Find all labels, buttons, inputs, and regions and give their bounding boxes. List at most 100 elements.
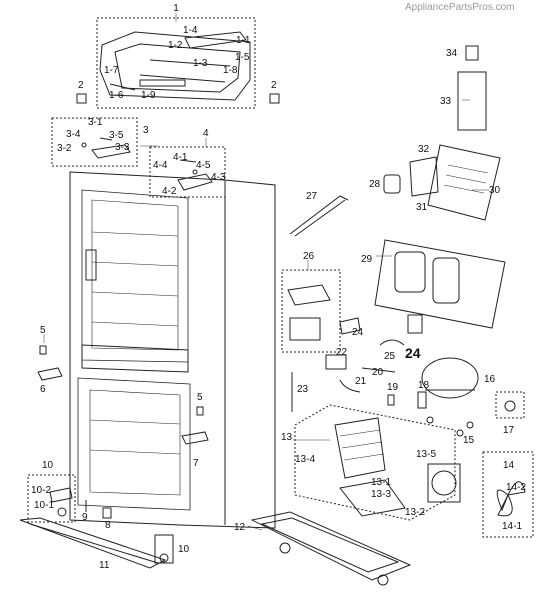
callout-16: 16 — [484, 374, 496, 385]
callout-3-2: 3-2 — [57, 143, 72, 154]
callout-22: 22 — [336, 347, 348, 358]
callout-10-upper: 10 — [42, 460, 54, 471]
callout-6: 6 — [40, 384, 46, 395]
part-24-left — [339, 317, 361, 335]
callout-23: 23 — [297, 384, 309, 395]
callout-20: 20 — [372, 367, 384, 378]
callout-1-4: 1-4 — [183, 25, 198, 36]
callout-13-1: 13-1 — [371, 477, 391, 488]
callout-21: 21 — [355, 376, 367, 387]
callout-29: 29 — [361, 254, 373, 265]
lower-hinge-left — [27, 474, 76, 523]
part-5-upper — [39, 345, 47, 355]
callout-1-6: 1-6 — [109, 90, 124, 101]
side-panel-33 — [457, 71, 487, 131]
callout-13: 13 — [281, 432, 293, 443]
part-34 — [465, 45, 479, 61]
callout-1-7: 1-7 — [104, 65, 119, 76]
callout-17: 17 — [503, 425, 515, 436]
callout-4: 4 — [203, 128, 209, 139]
callout-3-5: 3-5 — [109, 130, 124, 141]
fan-blade — [482, 451, 534, 538]
part-8 — [102, 507, 112, 519]
callout-3-4: 3-4 — [66, 129, 81, 140]
callout-26: 26 — [303, 251, 315, 262]
callout-34: 34 — [446, 48, 458, 59]
callout-10-2: 10-2 — [31, 485, 51, 496]
callout-13-4: 13-4 — [295, 454, 315, 465]
control-box — [281, 269, 341, 353]
callout-5-upper: 5 — [40, 325, 46, 336]
callout-12: 12 — [234, 522, 246, 533]
callout-labels: 1 1-4 1-1 1-2 1-5 1-3 1-7 1-8 1-6 1-9 2 … — [31, 3, 526, 571]
part-19 — [387, 394, 395, 406]
refrigerator-cabinet — [69, 171, 276, 529]
callout-1-5: 1-5 — [235, 52, 250, 63]
callout-3-3: 3-3 — [115, 142, 130, 153]
top-cover-clip-right — [269, 93, 280, 104]
callout-28: 28 — [369, 179, 381, 190]
machine-compartment — [294, 404, 461, 521]
callout-14-1: 14-1 — [502, 521, 522, 532]
callout-1-8: 1-8 — [223, 65, 238, 76]
callout-25: 25 — [384, 351, 396, 362]
label-plate — [427, 144, 501, 221]
compressor — [421, 357, 479, 437]
part-25 — [379, 339, 405, 346]
callout-1: 1 — [173, 3, 179, 14]
part-22 — [325, 354, 347, 370]
watermark: AppliancePartsPros.com — [405, 2, 515, 13]
part-18 — [417, 391, 427, 409]
top-cover-clip-left — [76, 93, 87, 104]
part-6-bracket — [37, 367, 63, 381]
lower-hinge-right — [154, 534, 174, 564]
callout-9: 9 — [82, 512, 88, 523]
callout-13-2: 13-2 — [405, 507, 425, 518]
part-24-right — [407, 314, 423, 334]
callout-24-left: 24 — [352, 327, 364, 338]
leader-lines — [43, 13, 489, 531]
callout-4-5: 4-5 — [196, 160, 211, 171]
callout-18: 18 — [418, 380, 430, 391]
pcb-board — [409, 156, 439, 197]
callout-14: 14 — [503, 460, 515, 471]
callout-30: 30 — [489, 185, 501, 196]
part-7-bracket — [181, 431, 209, 445]
callout-2-right: 2 — [271, 80, 277, 91]
callout-13-5: 13-5 — [416, 449, 436, 460]
callout-33: 33 — [440, 96, 452, 107]
part-28 — [383, 174, 401, 194]
callout-24-right: 24 — [405, 345, 421, 361]
callout-15: 15 — [463, 435, 475, 446]
callout-1-9: 1-9 — [141, 90, 156, 101]
callout-3-1: 3-1 — [88, 117, 103, 128]
callout-4-2: 4-2 — [162, 186, 177, 197]
callout-8: 8 — [105, 520, 111, 531]
callout-2-left: 2 — [78, 80, 84, 91]
tube-27 — [289, 195, 349, 237]
drain-pan — [250, 511, 412, 586]
callout-10-lower: 10 — [178, 544, 190, 555]
callout-4-3: 4-3 — [211, 172, 226, 183]
callout-31: 31 — [416, 202, 428, 213]
rear-panel — [374, 239, 506, 329]
callout-19: 19 — [387, 382, 399, 393]
callout-11: 11 — [99, 560, 110, 571]
base-cover — [19, 517, 167, 569]
part-20 — [361, 367, 396, 373]
callout-27: 27 — [306, 191, 318, 202]
callout-14-2: 14-2 — [506, 482, 526, 493]
callout-3: 3 — [143, 125, 149, 136]
top-cover-assembly — [96, 17, 256, 109]
overload-relay — [495, 391, 525, 419]
part-5-lower — [196, 406, 204, 416]
upper-hinge-right — [149, 146, 226, 198]
callout-4-1: 4-1 — [173, 152, 188, 163]
callout-1-1: 1-1 — [236, 35, 251, 46]
callout-5-lower: 5 — [197, 392, 203, 403]
callout-4-4: 4-4 — [153, 160, 168, 171]
callout-13-3: 13-3 — [371, 489, 391, 500]
upper-hinge-left — [51, 117, 138, 167]
callout-7: 7 — [193, 458, 199, 469]
